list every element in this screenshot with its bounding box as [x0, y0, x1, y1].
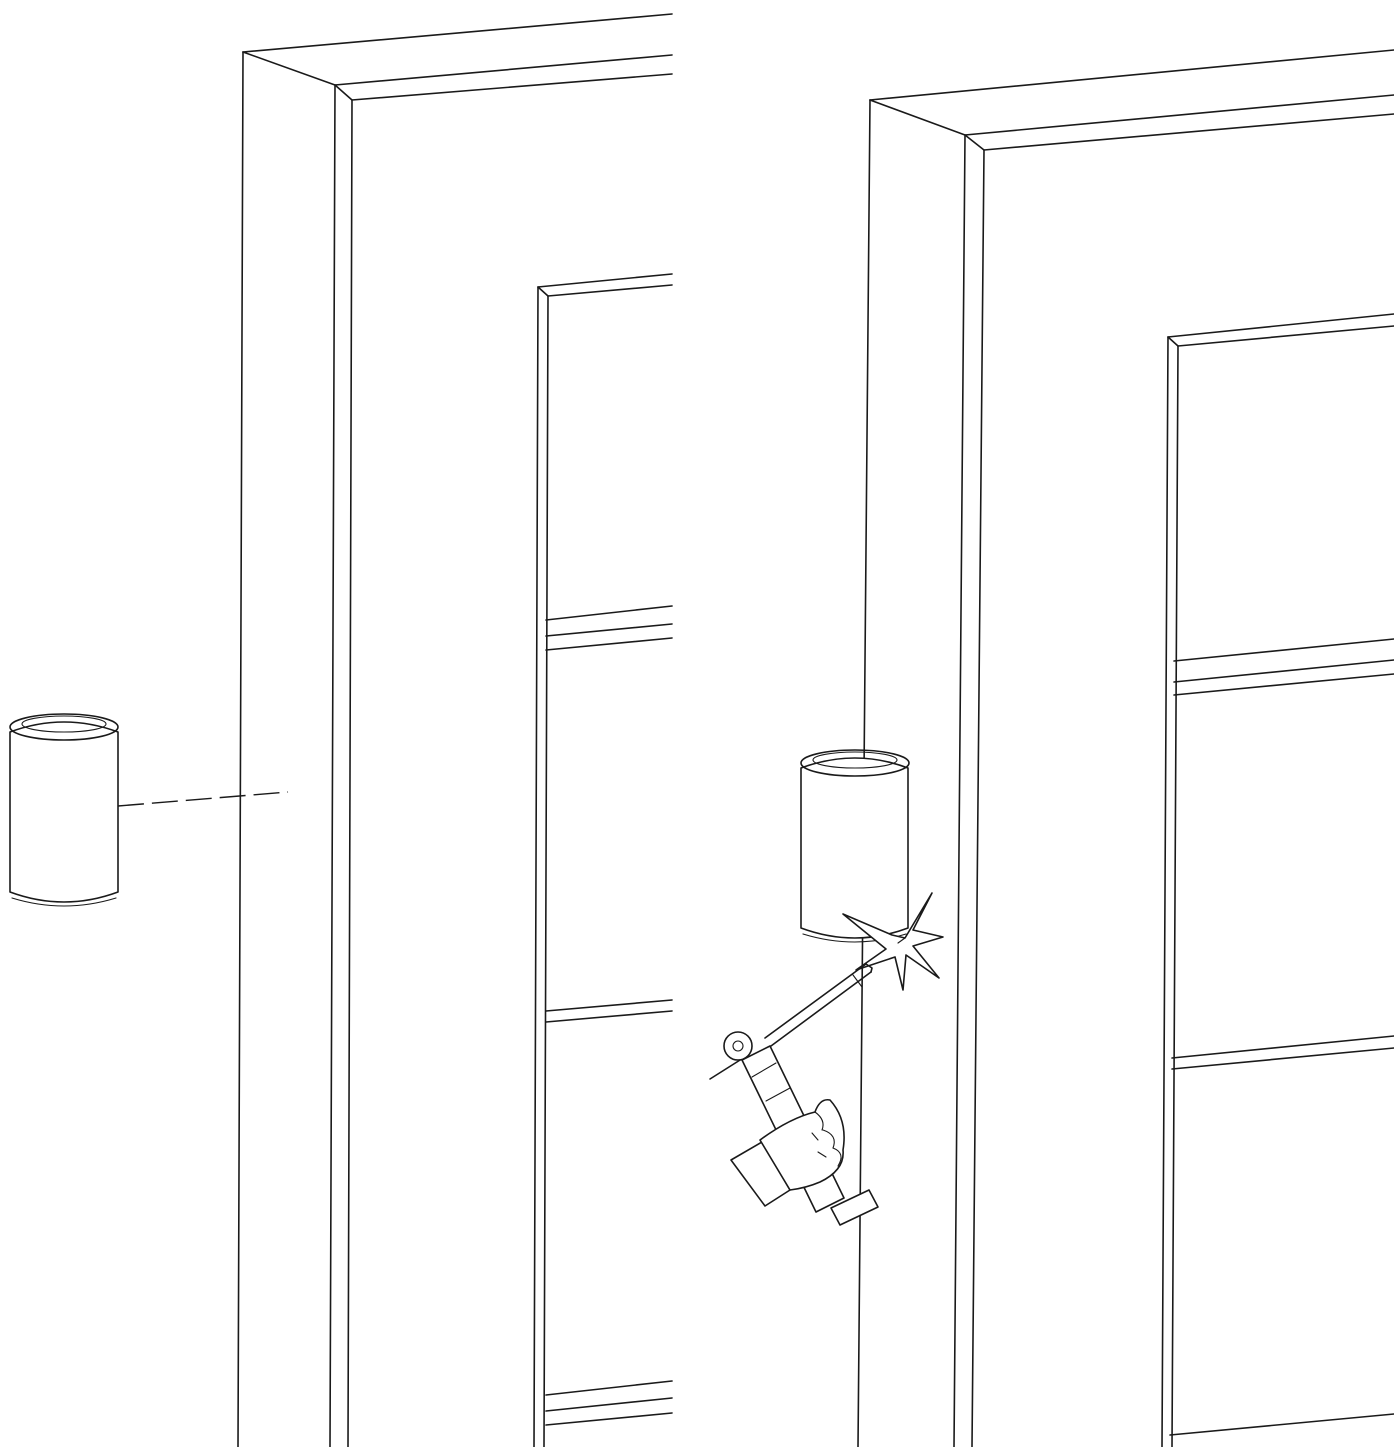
panel-left-position-step: [10, 14, 672, 1447]
panel-right-weld-step: [710, 50, 1394, 1447]
door-frame-left: [238, 14, 672, 1447]
glazed-door-panel-right: [1162, 314, 1394, 1447]
cylinder-fitting-left: [10, 714, 118, 906]
alignment-dashed-line: [118, 792, 288, 806]
cylinder-fitting-right: [801, 750, 909, 942]
door-frame-right: [858, 50, 1394, 1447]
glazed-door-panel-left: [534, 274, 672, 1447]
